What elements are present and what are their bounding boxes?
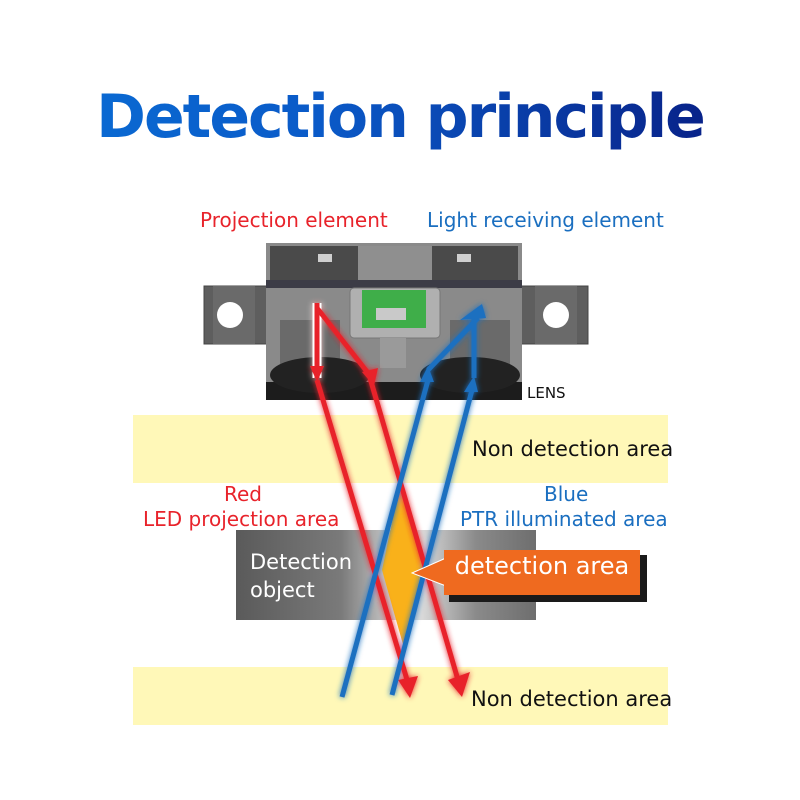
blue-arrowhead (464, 376, 478, 392)
blue-arrowhead (420, 366, 434, 382)
detection-object-label: Detection object (250, 548, 352, 604)
blue-label: Blue (544, 482, 589, 506)
red-arrowhead (310, 366, 324, 382)
red-arrowhead (398, 676, 418, 698)
non-detection-band-top (133, 415, 668, 483)
led-projection-area-label: LED projection area (143, 507, 340, 531)
red-beam-emit-right (315, 306, 374, 380)
blue-arrowhead (460, 304, 486, 320)
red-label: Red (224, 482, 262, 506)
detection-area-label: detection area (454, 552, 630, 580)
page-title: Detection principle (0, 82, 800, 152)
projector-cap (270, 246, 360, 286)
mounting-hole-right (543, 302, 569, 328)
red-arrowhead (362, 368, 378, 386)
non-detection-label-top: Non detection area (472, 437, 674, 461)
detection-object-label-line1: Detection (250, 550, 353, 574)
detection-area-callout (444, 550, 640, 595)
mounting-ear-right (517, 285, 589, 345)
red-beam-right (367, 377, 461, 681)
ptr-illuminated-area-label: PTR illuminated area (460, 507, 668, 531)
red-arrowhead (448, 672, 470, 697)
non-detection-label-bottom: Non detection area (471, 687, 673, 711)
receiver-cap (430, 246, 518, 286)
detection-object-label-line2: object (250, 578, 315, 602)
blue-beam-return-left (426, 316, 480, 372)
blue-beam-right (389, 389, 475, 696)
projection-element-label: Projection element (200, 208, 388, 232)
light-receiving-element-label: Light receiving element (427, 208, 664, 232)
mounting-hole-left (217, 302, 243, 328)
non-detection-band-bottom (133, 667, 668, 725)
red-beam-left (314, 379, 411, 684)
detection-zone (382, 484, 424, 648)
blue-beam-left (339, 379, 431, 698)
lens-label: LENS (527, 384, 566, 402)
